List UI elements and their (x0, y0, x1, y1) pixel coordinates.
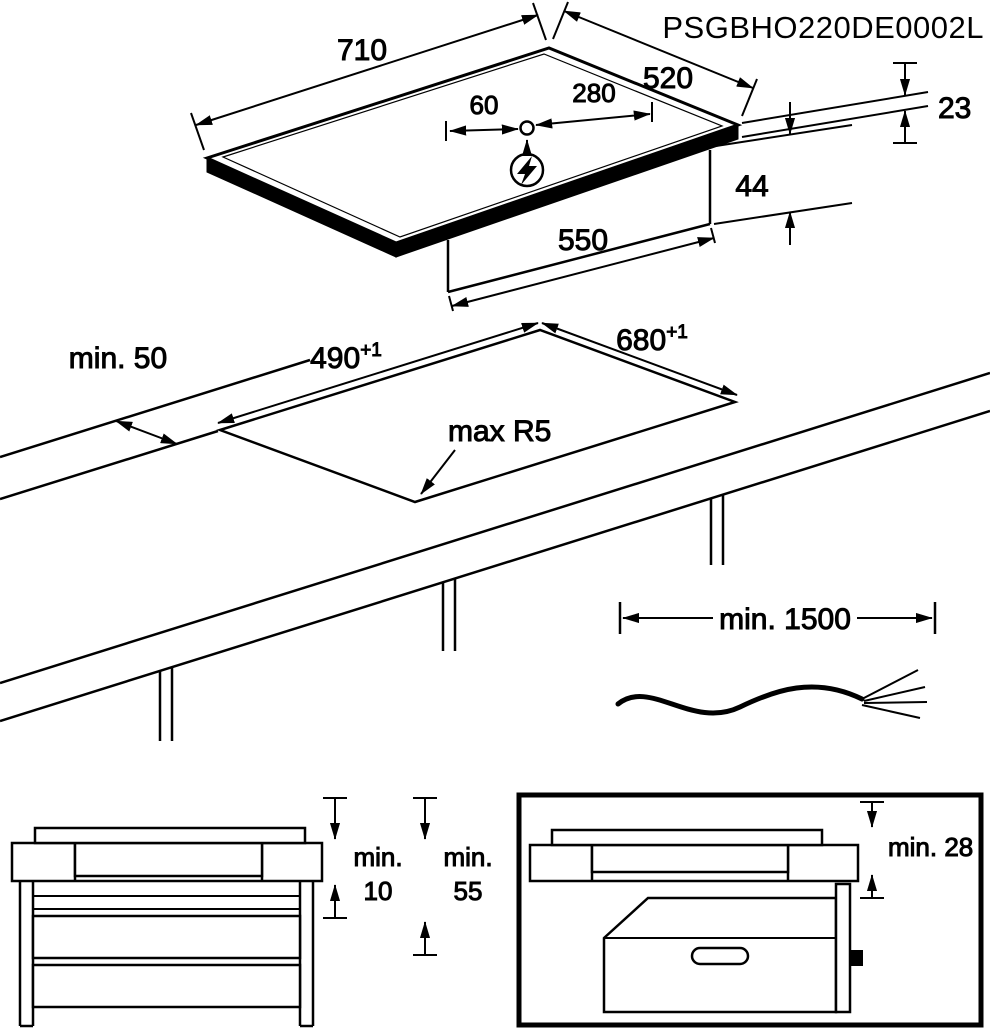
drawer-clearance-view: min. 10 min. 55 (10, 797, 493, 1028)
dimension-line-550 (451, 237, 715, 307)
oven-clearance-view: min. 28 (516, 792, 984, 1028)
oven-door-edge (834, 882, 852, 1014)
oven-knob (850, 950, 863, 966)
extension-line (741, 105, 929, 138)
mains-cable (615, 684, 865, 716)
hob-body-section (73, 841, 264, 878)
cable-wire-end (863, 686, 926, 702)
oven-handle (690, 946, 750, 966)
lightning-bolt-icon (517, 156, 537, 185)
dim-label-min10-prefix: min. (353, 842, 402, 872)
cable-wire-end (861, 669, 919, 700)
dimension-line-680 (541, 322, 738, 396)
dim-label-60: 60 (470, 90, 499, 120)
dim-label-710: 710 (337, 34, 387, 67)
dim-label-min55-prefix: min. (443, 842, 492, 872)
cutout-edge-extension (0, 429, 219, 501)
dim-label-680: 680+1 (616, 322, 688, 357)
dim-label-min55-value: 55 (454, 876, 483, 906)
figure-frame (516, 792, 984, 1028)
dim-label-23: 23 (938, 92, 971, 125)
dim-label-520: 520 (643, 62, 693, 95)
dimension-line-min50 (115, 420, 178, 445)
cable-view: min. 1500 (615, 602, 937, 719)
worktop-front-edge-top (0, 371, 990, 685)
dim-value-680: 680 (616, 324, 666, 357)
extension-line (532, 2, 547, 41)
corner-radius-arrow (420, 449, 456, 495)
drawer-front (31, 914, 302, 960)
hob-isometric-view: 710 520 60 280 23 44 (190, 1, 972, 312)
cable-wire-end (863, 701, 928, 704)
dim-label-550: 550 (558, 224, 608, 257)
extension-line (713, 202, 853, 225)
drawer-front (31, 963, 302, 1009)
extension-line (741, 91, 929, 124)
dimension-line-520 (563, 10, 754, 89)
dim-label-corner-radius: max R5 (448, 415, 551, 448)
worktop-front-edge-bottom (0, 409, 990, 723)
extension-line (715, 124, 853, 147)
cable-wire-end (861, 704, 921, 719)
extension-line (552, 1, 569, 40)
dim-label-min50: min. 50 (69, 342, 167, 375)
dimension-line-710 (195, 14, 539, 126)
dim-label-cable-length: min. 1500 (719, 603, 851, 636)
dim-label-min28: min. 28 (888, 832, 973, 862)
hob-glass-section (33, 826, 307, 845)
dim-label-min10-value: 10 (364, 876, 393, 906)
cable-entry-hole (519, 120, 535, 136)
extension-line (448, 295, 454, 312)
dimension-line-60 (449, 124, 519, 136)
dim-label-490: 490+1 (310, 340, 382, 375)
dim-tolerance-490: +1 (360, 340, 382, 361)
hob-glass-section (550, 828, 824, 847)
extension-line (741, 78, 758, 117)
glass-edge-band-front (395, 124, 739, 258)
dimension-line-490 (217, 322, 539, 424)
drawing-code: PSGBHO220DE0002L (662, 10, 984, 45)
dim-label-44: 44 (735, 170, 768, 203)
extension-line (710, 227, 716, 244)
extension-line (190, 112, 205, 151)
dim-label-280: 280 (572, 78, 615, 108)
cutout-view: min. 50 490+1 680+1 max R5 (0, 322, 990, 741)
hob-body-section (590, 843, 790, 874)
dim-tolerance-680: +1 (666, 322, 688, 343)
dimension-line-280 (535, 110, 651, 129)
dim-value-490: 490 (310, 342, 360, 375)
